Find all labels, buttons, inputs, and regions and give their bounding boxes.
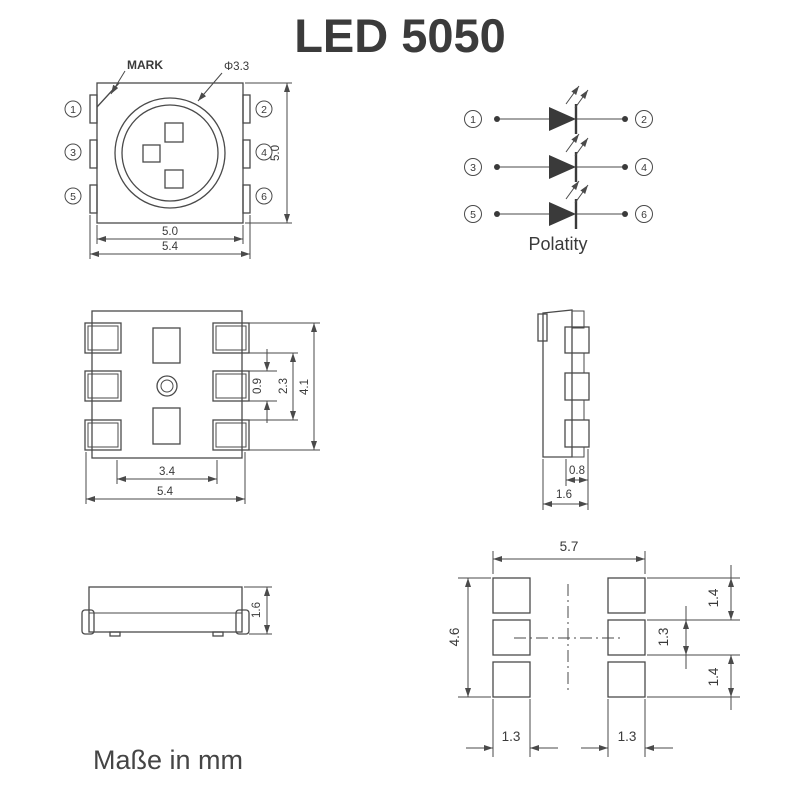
dim-layout-width: 5.7 [560, 539, 579, 554]
light-arrow [565, 133, 580, 153]
pin-1-label: 1 [70, 104, 76, 116]
polarity-pin-2: 2 [641, 114, 647, 126]
pin-3-label: 3 [70, 147, 76, 159]
front-view-foot [109, 631, 121, 637]
front-view-left-pad [81, 609, 95, 635]
dim-overall-width: 5.4 [157, 486, 174, 498]
front-view-right-pad [235, 609, 250, 635]
dim-pad-width-left: 1.3 [502, 729, 521, 744]
polarity-row-1: 1 2 [464, 85, 653, 134]
page-title: LED 5050 [294, 9, 506, 62]
polarity-pin-5: 5 [470, 209, 476, 221]
mark-label: MARK [127, 58, 163, 72]
bottom-view-dimensions: 0.9 2.3 4.1 3.4 5.4 [85, 322, 320, 504]
diode-symbol [549, 202, 576, 226]
dim-pad-span: 4.1 [299, 379, 311, 395]
dim-thickness: 1.6 [556, 489, 572, 501]
pin-6-label: 6 [261, 191, 267, 203]
lens-inner-circle [121, 104, 219, 202]
front-view: 1.6 [81, 586, 272, 637]
side-view-dimensions: 0.8 1.6 [542, 449, 589, 510]
diode-symbol [549, 155, 576, 179]
pad-layout-dimensions: 5.7 4.6 1.4 1.3 [447, 539, 740, 757]
thermal-pad-bottom [152, 407, 181, 445]
lens-outer-circle [114, 97, 226, 209]
top-view-body [96, 82, 244, 224]
pin-2-label: 2 [261, 104, 267, 116]
light-arrow [574, 184, 589, 204]
mark-leader-line [110, 70, 126, 95]
polarity-label: Polatity [528, 234, 587, 254]
dim-pad-width-right: 1.3 [618, 729, 637, 744]
dim-layout-height: 4.6 [447, 628, 462, 647]
dim-pad-gap: 2.3 [278, 378, 290, 394]
top-view-pads [89, 94, 251, 214]
pad-layout: 5.7 4.6 1.4 1.3 [447, 539, 740, 757]
dim-inner-width: 3.4 [159, 466, 176, 478]
units-note: Maße in mm [93, 745, 244, 775]
dim-height: 1.6 [251, 602, 263, 618]
dim-pad-height: 1.3 [656, 628, 671, 647]
pin-4-label: 4 [261, 147, 267, 159]
dim-overall-width: 5.4 [162, 241, 179, 253]
top-view-dimensions: 5.0 5.0 5.4 [89, 82, 292, 259]
dim-body-height: 5.0 [270, 145, 282, 161]
led-chips [142, 122, 184, 189]
center-hole-outer [156, 375, 178, 397]
polarity-row-3: 5 6 [464, 180, 653, 229]
light-arrow [565, 85, 580, 105]
front-view-dimensions: 1.6 [244, 586, 272, 635]
light-arrow [574, 89, 589, 109]
side-view-lip [537, 313, 548, 342]
center-hole-inner [160, 379, 174, 393]
dim-pad-width: 0.8 [569, 465, 585, 477]
polarity-pin-3: 3 [470, 162, 476, 174]
dim-body-width: 5.0 [162, 226, 178, 238]
side-view-stubs [571, 310, 585, 458]
front-view-body [88, 586, 243, 633]
lens-diameter-label: Φ3.3 [224, 61, 249, 73]
dim-pad-height: 0.9 [252, 378, 264, 394]
bottom-view: 0.9 2.3 4.1 3.4 5.4 [84, 310, 320, 504]
side-view: 0.8 1.6 [537, 309, 590, 510]
polarity-diagram: 1 2 3 4 [464, 85, 653, 254]
bottom-view-body [91, 310, 243, 459]
diode-symbol [549, 107, 576, 131]
lens-leader-line [197, 72, 223, 102]
dim-pitch-bottom: 1.4 [706, 667, 721, 686]
pin-5-label: 5 [70, 191, 76, 203]
top-view: MARK Φ3.3 1 3 5 2 4 6 [64, 58, 292, 259]
light-arrow [565, 180, 580, 200]
dim-pitch-top: 1.4 [706, 588, 721, 607]
front-view-foot [212, 631, 224, 637]
side-view-pads [564, 326, 590, 448]
polarity-pin-1: 1 [470, 114, 476, 126]
polarity-pin-4: 4 [641, 162, 647, 174]
polarity-pin-6: 6 [641, 209, 647, 221]
bottom-view-pads [84, 322, 250, 451]
thermal-pad-top [152, 327, 181, 364]
light-arrow [574, 137, 589, 157]
polarity-row-2: 3 4 [464, 133, 653, 182]
pin-numbers: 1 3 5 2 4 6 [64, 100, 273, 205]
